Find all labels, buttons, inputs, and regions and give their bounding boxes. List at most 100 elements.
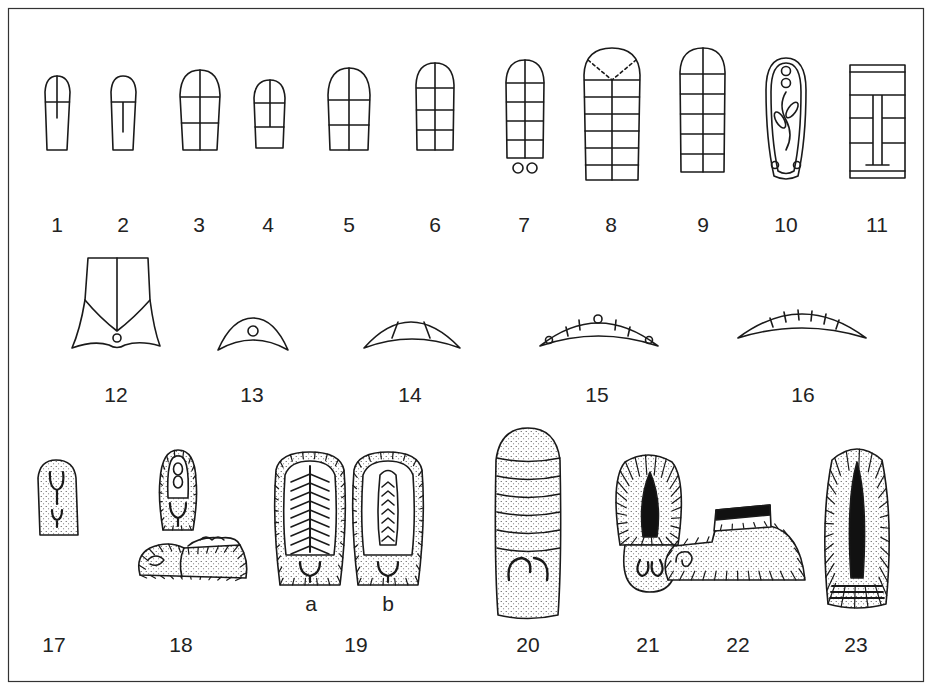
rib-stroke (207, 547, 209, 553)
rib-stroke (828, 483, 835, 494)
rib-stroke (380, 452, 382, 459)
rib-stroke (830, 470, 837, 484)
rib-stroke (382, 578, 384, 585)
rib-stroke (404, 454, 406, 460)
rib-stroke (420, 520, 424, 521)
rib-stroke (328, 578, 330, 585)
rib-stroke (791, 571, 796, 580)
rib-stroke (354, 473, 357, 478)
rib-stroke (635, 457, 639, 476)
rib-stroke (342, 507, 346, 509)
rib-stroke (304, 578, 306, 585)
rib-stroke (339, 565, 342, 570)
rib-stroke (193, 511, 195, 513)
rib-stroke (881, 547, 889, 555)
rib-stroke (661, 459, 666, 477)
rib-stroke (420, 496, 424, 498)
chevron-stroke (382, 500, 394, 505)
rib-stroke (341, 531, 344, 532)
rib-stroke (418, 554, 421, 558)
rib-stroke (631, 538, 637, 546)
rib-stroke (419, 483, 422, 486)
rib-stroke (160, 501, 163, 502)
rib-stroke (620, 471, 629, 486)
rib-stroke (418, 543, 421, 546)
rib-stroke (292, 578, 294, 585)
rib-stroke (616, 492, 626, 500)
figure-number: 5 (343, 214, 355, 235)
rib-stroke (353, 498, 357, 500)
rib-stroke (358, 578, 361, 585)
rib-stroke (670, 475, 679, 488)
rib-stroke (150, 575, 155, 578)
rib-stroke (775, 524, 778, 529)
rib-stroke (616, 513, 626, 515)
rib-stroke (666, 538, 673, 546)
rib-stroke (707, 537, 709, 543)
rib-stroke (881, 537, 889, 541)
rib-stroke (497, 494, 560, 498)
rib-stroke (392, 452, 394, 459)
rib-stroke (654, 456, 656, 475)
rib-stroke (353, 510, 357, 512)
herringbone-stroke (291, 537, 329, 545)
figure-number: 12 (104, 384, 127, 405)
rib-stroke (162, 518, 164, 521)
rib-stroke (180, 576, 182, 579)
rib-stroke (497, 512, 560, 516)
rib-stroke (625, 462, 632, 479)
figure-number: 13 (240, 384, 263, 405)
rib-stroke (357, 567, 360, 572)
stippled-drawings (38, 428, 889, 619)
rib-stroke (618, 530, 627, 534)
rib-stroke (673, 541, 678, 547)
sub-label: b (382, 593, 394, 614)
rib-stroke (879, 577, 887, 595)
figure-number: 7 (518, 214, 530, 235)
rib-stroke (419, 471, 422, 476)
rib-stroke (182, 451, 184, 458)
rib-stroke (335, 460, 338, 466)
rib-stroke (170, 576, 173, 579)
rib-stroke (667, 465, 674, 481)
rib-stroke (160, 483, 163, 485)
rib-stroke (187, 548, 189, 554)
rib-stroke (276, 545, 279, 548)
chevron-stroke (382, 491, 394, 496)
rib-stroke (199, 577, 201, 580)
rib-stroke (748, 571, 749, 580)
rib-stroke (826, 510, 834, 514)
rib-stroke (825, 523, 833, 525)
figure-number: 4 (262, 214, 274, 235)
herringbone-stroke (291, 501, 329, 509)
figure-number: 14 (398, 384, 421, 405)
rib-stroke (877, 475, 884, 488)
rib-stroke (197, 547, 199, 553)
rib-stroke (770, 571, 773, 580)
rib-stroke (880, 515, 888, 518)
figure-number: 17 (42, 634, 65, 655)
rib-stroke (159, 492, 162, 493)
rib-stroke (178, 546, 180, 553)
rib-stroke (671, 526, 680, 529)
rib-stroke (651, 538, 653, 546)
rib-stroke (420, 507, 424, 509)
figure-number: 21 (636, 634, 659, 655)
figure-number: 16 (791, 384, 814, 405)
rib-stroke (316, 578, 318, 585)
rib-stroke (275, 498, 279, 500)
rib-stroke (168, 544, 171, 551)
rib-stroke (875, 584, 881, 605)
rib-stroke (277, 556, 280, 560)
rib-stroke (149, 549, 155, 555)
rib-stroke (314, 452, 316, 459)
rib-stroke (795, 548, 800, 555)
rib-stroke (672, 496, 681, 503)
rib-stroke (240, 563, 246, 567)
rib-stroke (276, 473, 279, 478)
figure-number: 20 (516, 634, 539, 655)
rib-stroke (825, 554, 833, 564)
rib-stroke (326, 454, 328, 460)
rib-stroke (645, 455, 646, 474)
